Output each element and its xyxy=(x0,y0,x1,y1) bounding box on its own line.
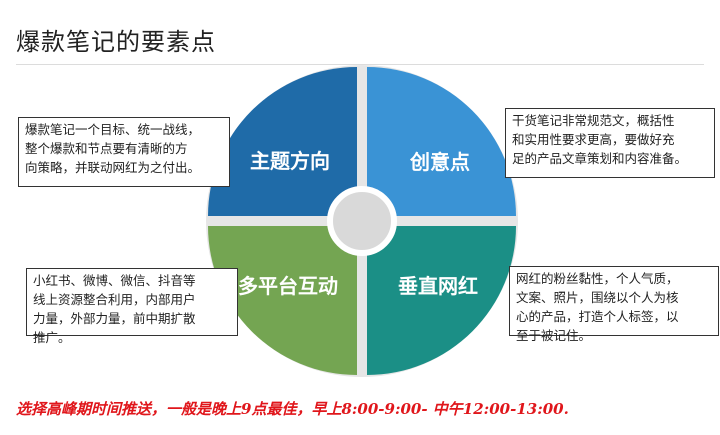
quadrant-top-right xyxy=(367,67,516,216)
quadrant-label-top-right: 创意点 xyxy=(409,150,470,174)
note-bottom-left: 小红书、微博、微信、抖音等 线上资源整合利用，内部用户 力量，外部力量，前中期扩… xyxy=(26,268,238,345)
quadrant-label-top-left: 主题方向 xyxy=(250,149,330,173)
title-divider xyxy=(16,64,704,65)
note-bottom-right: 网红的粉丝黏性，个人气质， 文案、照片，围绕以个人为核 心的产品，打造个人标签，… xyxy=(509,266,719,343)
push-time-note: 选择高峰期时间推送，一般是晚上9点最佳，早上8:00-9:00- 中午12:00… xyxy=(16,400,569,418)
quadrant-label-bottom-left: 多平台互动 xyxy=(238,274,338,298)
quadrant-bottom-left xyxy=(208,226,357,375)
center-hub xyxy=(327,186,397,256)
page-title: 爆款笔记的要素点 xyxy=(16,28,216,56)
quadrant-top-left xyxy=(208,67,357,216)
note-top-left: 爆款笔记一个目标、统一战线， 整个爆款和节点要有清晰的方 向策略，并联动网红为之… xyxy=(18,117,230,187)
note-top-right: 干货笔记非常规范文，概括性 和实用性要求更高，要做好充 足的产品文章策划和内容准… xyxy=(505,108,715,178)
quadrant-label-bottom-right: 垂直网红 xyxy=(398,274,478,298)
quadrant-bottom-right xyxy=(367,226,516,375)
